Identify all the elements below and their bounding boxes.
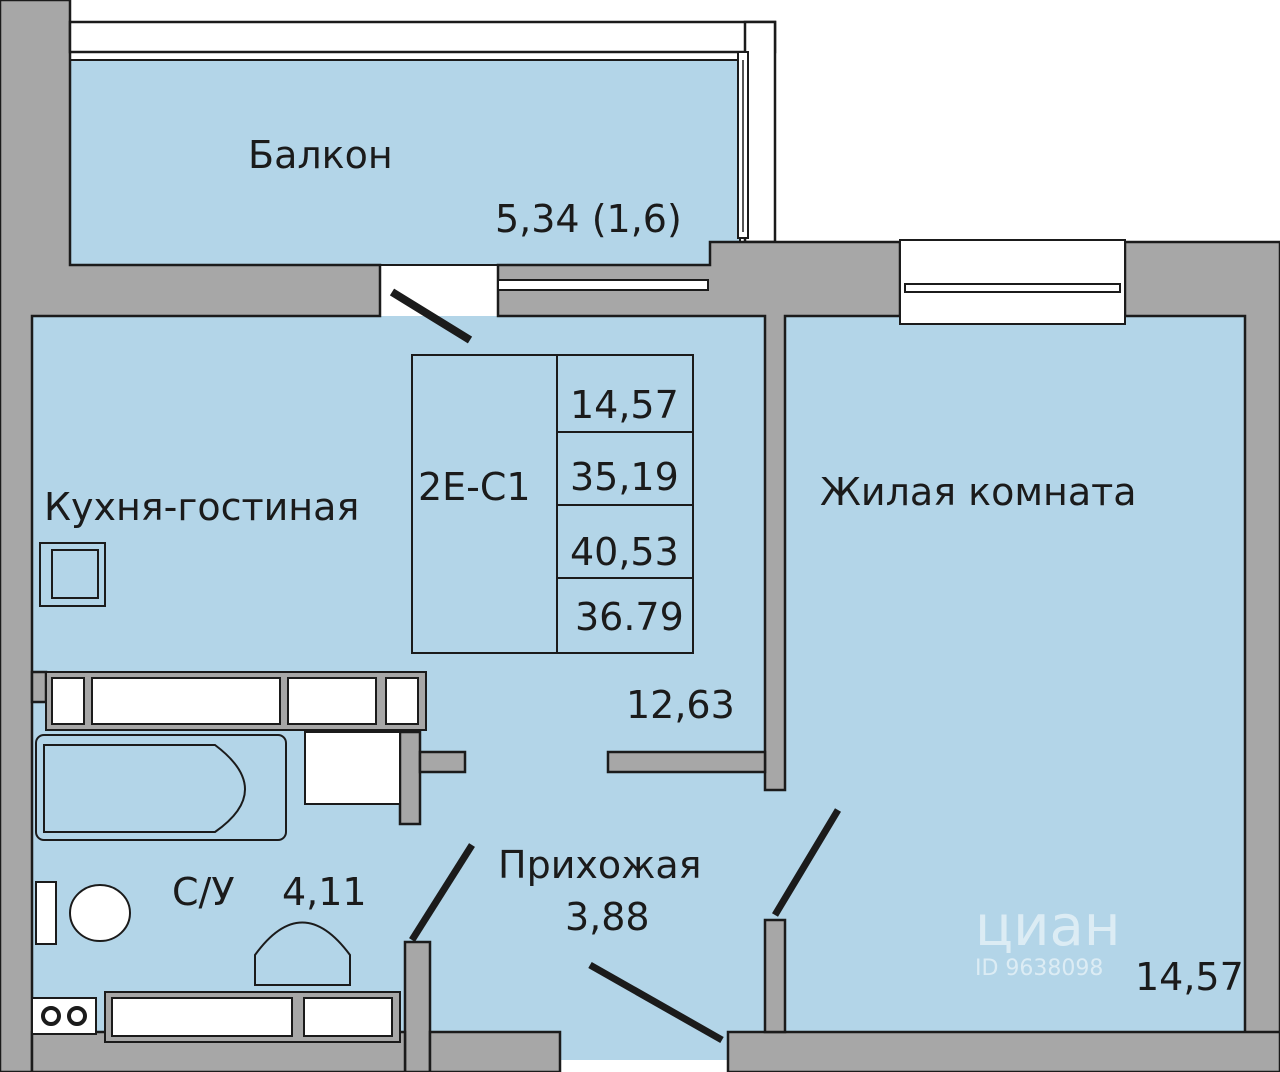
hallway-floor: [405, 760, 785, 1060]
kitchen-name: Кухня-гостиная: [44, 485, 359, 529]
kitchen-balcony-window: [497, 279, 709, 291]
hallway-partition: [606, 750, 767, 774]
toilet-bowl: [69, 884, 131, 942]
bedroom-bottom-wall: [726, 1030, 1280, 1072]
balcony-frame-right: [743, 20, 777, 244]
labels: Балкон 5,34 (1,6) Кухня-гостиная 12,63 Ж…: [44, 133, 1244, 999]
hallway-door-left: [409, 843, 475, 942]
balcony-floor: [69, 59, 741, 266]
washing-machine: [304, 731, 401, 805]
bathtub: [35, 734, 287, 841]
balcony-frame-top: [68, 20, 777, 54]
summary-table: [411, 354, 694, 654]
balcony-area: 5,34 (1,6): [495, 197, 682, 241]
windows: [497, 51, 1126, 325]
apartment-code: 2Е-С1: [418, 465, 531, 509]
doors: [389, 288, 842, 1044]
summary-living-area: 14,57: [570, 383, 679, 427]
kitchen-area: 12,63: [626, 683, 735, 727]
bedroom-window-sash: [904, 283, 1121, 293]
summary-alt-area: 36.79: [575, 595, 684, 639]
bedroom-floor: [785, 316, 1245, 1032]
fixtures: [31, 542, 427, 1043]
kitchen-sink: [39, 542, 106, 607]
bedroom-name: Жилая комната: [820, 470, 1137, 514]
bath-partition-stub: [418, 750, 467, 774]
balcony-door-leaf: [389, 288, 473, 344]
bath-partition-right: [398, 730, 422, 826]
hallway-name: Прихожая: [498, 843, 702, 887]
watermark-id: ID 9638098: [975, 956, 1103, 981]
bathroom-name: С/У: [172, 870, 235, 914]
balcony-room-wall: [496, 240, 902, 792]
hallway-area: 3,88: [565, 895, 650, 939]
entrance-door-leaf: [588, 961, 724, 1044]
balcony-name: Балкон: [248, 133, 393, 177]
bedroom-door-leaf: [771, 808, 842, 917]
outer-left-wall: [0, 0, 382, 1072]
toilet-tank: [35, 881, 57, 945]
bath-bottom-wall-right: [428, 1030, 562, 1072]
bath-left-stub: [30, 670, 48, 704]
watermark: циан ID 9638098: [975, 894, 1120, 981]
bedroom-window: [899, 239, 1126, 325]
bathroom-sink: [254, 921, 351, 986]
bath-partition-lower: [403, 940, 432, 1072]
summary-total-area: 35,19: [570, 455, 679, 499]
watermark-brand: циан: [975, 894, 1120, 959]
bathroom-area: 4,11: [282, 870, 367, 914]
summary-area-with-balcony: 40,53: [570, 530, 679, 574]
bedroom-area: 14,57: [1135, 955, 1244, 999]
bedroom-partition: [763, 918, 787, 1034]
